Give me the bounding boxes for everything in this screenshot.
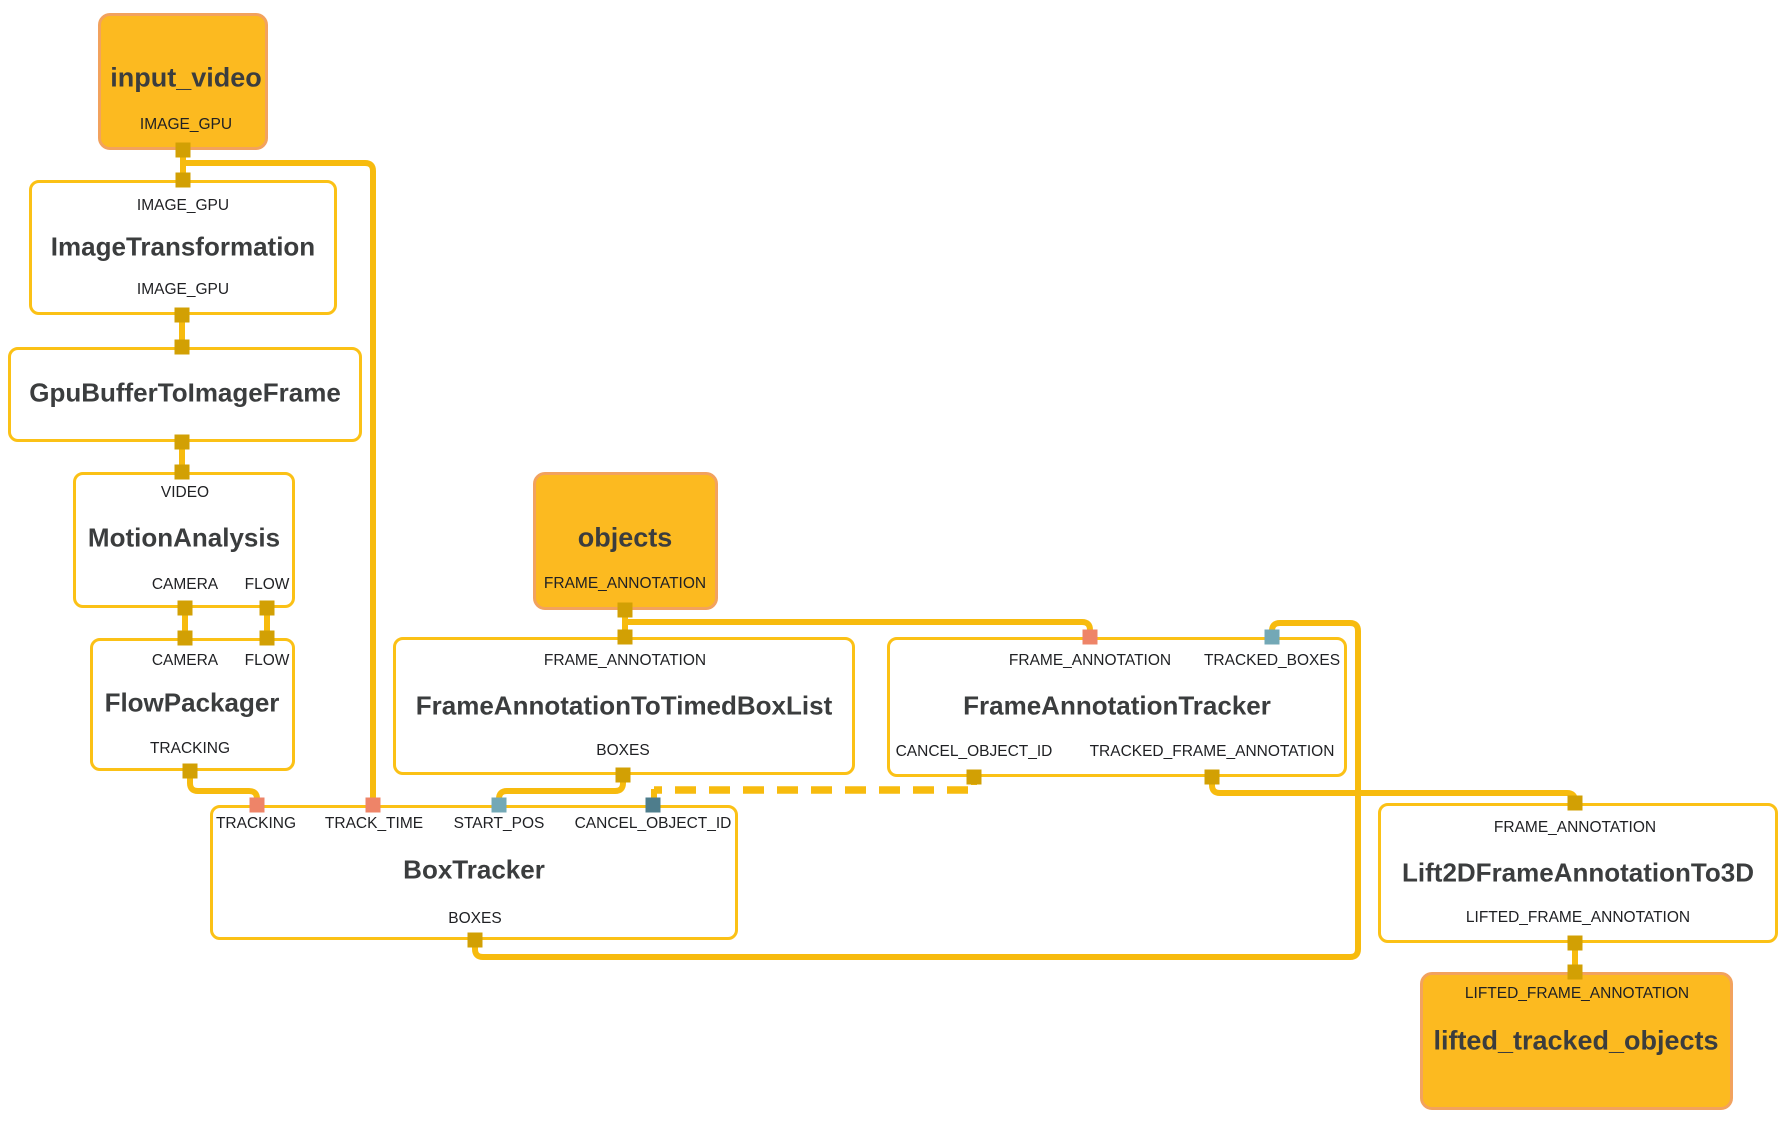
- node-lifted-tracked-objects[interactable]: LIFTED_FRAME_ANNOTATION lifted_tracked_o…: [1420, 972, 1733, 1110]
- edge-tracker-lift2d: [1209, 777, 1578, 804]
- node-frame-annotation-to-timed-box-list[interactable]: FRAME_ANNOTATION FrameAnnotationToTimedB…: [393, 637, 855, 775]
- output-port-label: FRAME_ANNOTATION: [543, 575, 707, 592]
- input-port-label: FRAME_ANNOTATION: [1493, 819, 1657, 836]
- input-port-label: FRAME_ANNOTATION: [543, 652, 707, 669]
- node-title: BoxTracker: [403, 854, 545, 885]
- node-motion-analysis[interactable]: VIDEO MotionAnalysis CAMERA FLOW: [73, 472, 295, 608]
- node-title: FlowPackager: [104, 687, 280, 718]
- node-title: GpuBufferToImageFrame: [29, 377, 341, 408]
- output-port-label: IMAGE_GPU: [139, 116, 233, 133]
- output-port-label: CAMERA: [151, 576, 219, 593]
- node-objects[interactable]: objects FRAME_ANNOTATION: [533, 472, 718, 610]
- input-port-label: TRACK_TIME: [324, 815, 424, 832]
- node-title: MotionAnalysis: [87, 522, 281, 553]
- input-port-label: FRAME_ANNOTATION: [1008, 652, 1172, 669]
- input-port-label: TRACKING: [215, 815, 297, 832]
- input-port-label: LIFTED_FRAME_ANNOTATION: [1464, 985, 1690, 1002]
- input-port-label: FLOW: [244, 652, 290, 669]
- node-title: lifted_tracked_objects: [1433, 1025, 1719, 1056]
- input-port-label: TRACKED_BOXES: [1203, 652, 1341, 669]
- node-frame-annotation-tracker[interactable]: FRAME_ANNOTATION TRACKED_BOXES FrameAnno…: [887, 637, 1347, 777]
- output-port-label: IMAGE_GPU: [136, 281, 230, 298]
- edge-flowpackager-boxtracker-tracking: [187, 771, 260, 805]
- output-port-label: BOXES: [448, 910, 502, 927]
- node-image-transformation[interactable]: IMAGE_GPU ImageTransformation IMAGE_GPU: [29, 180, 337, 315]
- node-title: ImageTransformation: [50, 231, 316, 262]
- output-port-label: TRACKED_FRAME_ANNOTATION: [1089, 743, 1335, 760]
- node-flow-packager[interactable]: CAMERA FLOW FlowPackager TRACKING: [90, 638, 295, 771]
- input-port-label: VIDEO: [160, 484, 210, 501]
- input-port-label: CAMERA: [151, 652, 219, 669]
- node-title: FrameAnnotationToTimedBoxList: [415, 690, 833, 721]
- input-port-label: IMAGE_GPU: [136, 197, 230, 214]
- input-port-label: START_POS: [453, 815, 545, 832]
- node-title: input_video: [110, 62, 262, 93]
- node-gpu-buffer-to-image-frame[interactable]: GpuBufferToImageFrame: [8, 347, 362, 442]
- edge-objects-frameannotationtracker: [625, 619, 1093, 637]
- node-box-tracker[interactable]: TRACKING TRACK_TIME START_POS CANCEL_OBJ…: [210, 805, 738, 940]
- node-input-video[interactable]: input_video IMAGE_GPU: [98, 13, 268, 150]
- node-title: objects: [577, 522, 673, 553]
- edge-boxlist-boxtracker-startpos: [496, 775, 626, 805]
- output-port-label: TRACKING: [149, 740, 231, 757]
- input-port-label: CANCEL_OBJECT_ID: [574, 815, 732, 832]
- output-port-label: CANCEL_OBJECT_ID: [895, 743, 1053, 760]
- output-port-label: LIFTED_FRAME_ANNOTATION: [1465, 909, 1691, 926]
- node-lift-2d-frame-annotation-to-3d[interactable]: FRAME_ANNOTATION Lift2DFrameAnnotationTo…: [1378, 803, 1778, 943]
- output-port-label: BOXES: [596, 742, 650, 759]
- output-port-label: FLOW: [244, 576, 290, 593]
- node-title: Lift2DFrameAnnotationTo3D: [1402, 857, 1754, 888]
- node-title: FrameAnnotationTracker: [963, 690, 1271, 721]
